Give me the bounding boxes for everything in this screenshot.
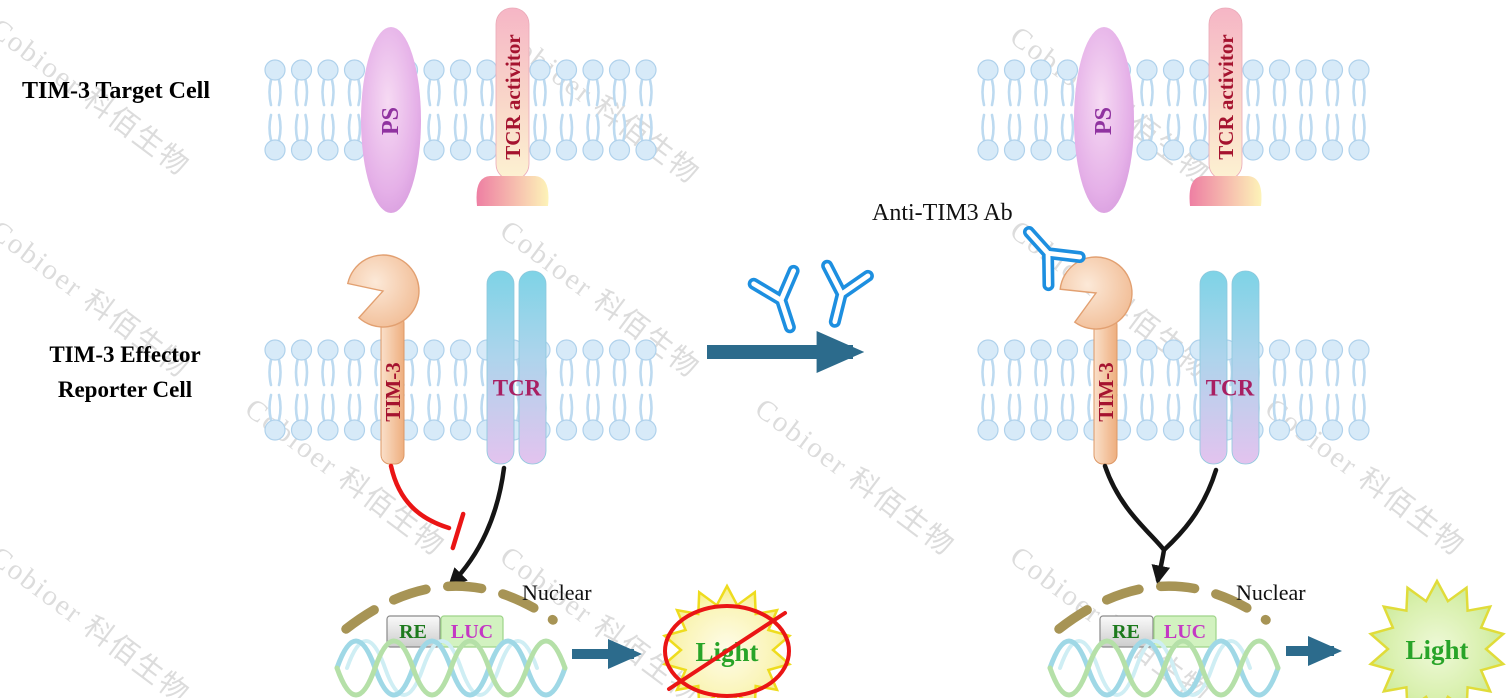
- tim3-receptor-right: [1059, 256, 1133, 465]
- tcr-activator-label-left: TCR activitor: [501, 34, 525, 159]
- luc-label-left: LUC: [451, 621, 493, 643]
- antibody-icon: [754, 271, 810, 334]
- nuclear-label-left: Nuclear: [522, 580, 592, 605]
- effector-heading-line2: Reporter Cell: [57, 376, 193, 402]
- nuclear-label-right: Nuclear: [1236, 580, 1306, 605]
- re-label-left: RE: [399, 621, 427, 643]
- nucleus-left: [341, 581, 558, 634]
- tim3-receptor-left: [346, 254, 420, 465]
- tcr-label-left: TCR: [493, 376, 542, 401]
- re-box-left: [386, 615, 441, 648]
- reporter-cassette-right: [1099, 615, 1217, 648]
- dna-helix-left: [334, 638, 568, 698]
- membrane-effector-left: [264, 339, 657, 441]
- light-label-right: Light: [1405, 635, 1468, 665]
- inhibition-arrow-left: [388, 463, 466, 551]
- tim3-label-left: TIM-3: [381, 362, 405, 422]
- membrane-target-left: [264, 59, 657, 161]
- re-box-right: [1099, 615, 1154, 648]
- tcr-signal-arrows-right: [1102, 463, 1219, 585]
- light-burst-right: [1368, 578, 1506, 698]
- tcr-label-right: TCR: [1206, 376, 1255, 401]
- tcr-activator-right: [1189, 7, 1262, 206]
- nucleus-right: [1054, 581, 1271, 634]
- re-label-right: RE: [1112, 621, 1140, 643]
- ps-ligand-right: [1074, 27, 1134, 213]
- ps-label-right: PS: [1091, 107, 1117, 135]
- effector-cell-heading: TIM-3 Effector Reporter Cell: [16, 338, 234, 407]
- luc-label-right: LUC: [1164, 621, 1206, 643]
- tcr-activator-label-right: TCR activitor: [1214, 34, 1238, 159]
- tcr-signal-arrow-left: [447, 465, 507, 588]
- tcr-receptor-right: [1199, 270, 1260, 465]
- tcr-receptor-left: [486, 270, 547, 465]
- no-light-prohibition: [663, 604, 791, 698]
- tcr-activator-left: [476, 7, 549, 206]
- antibody-icon: [814, 266, 867, 327]
- dna-helix-right: [1047, 638, 1281, 698]
- luc-box-right: [1153, 615, 1217, 648]
- effector-heading-line1: TIM-3 Effector: [49, 342, 201, 367]
- anti-tim3-ab-label: Anti-TIM3 Ab: [872, 200, 1013, 226]
- ps-label-left: PS: [378, 107, 404, 135]
- membrane-effector-right: [977, 339, 1370, 441]
- membrane-target-right: [977, 59, 1370, 161]
- tim3-label-right: TIM-3: [1094, 362, 1118, 422]
- target-cell-heading: TIM-3 Target Cell: [22, 78, 210, 104]
- ps-ligand-left: [361, 27, 421, 213]
- luc-box-left: [440, 615, 504, 648]
- reporter-cassette-left: [386, 615, 504, 648]
